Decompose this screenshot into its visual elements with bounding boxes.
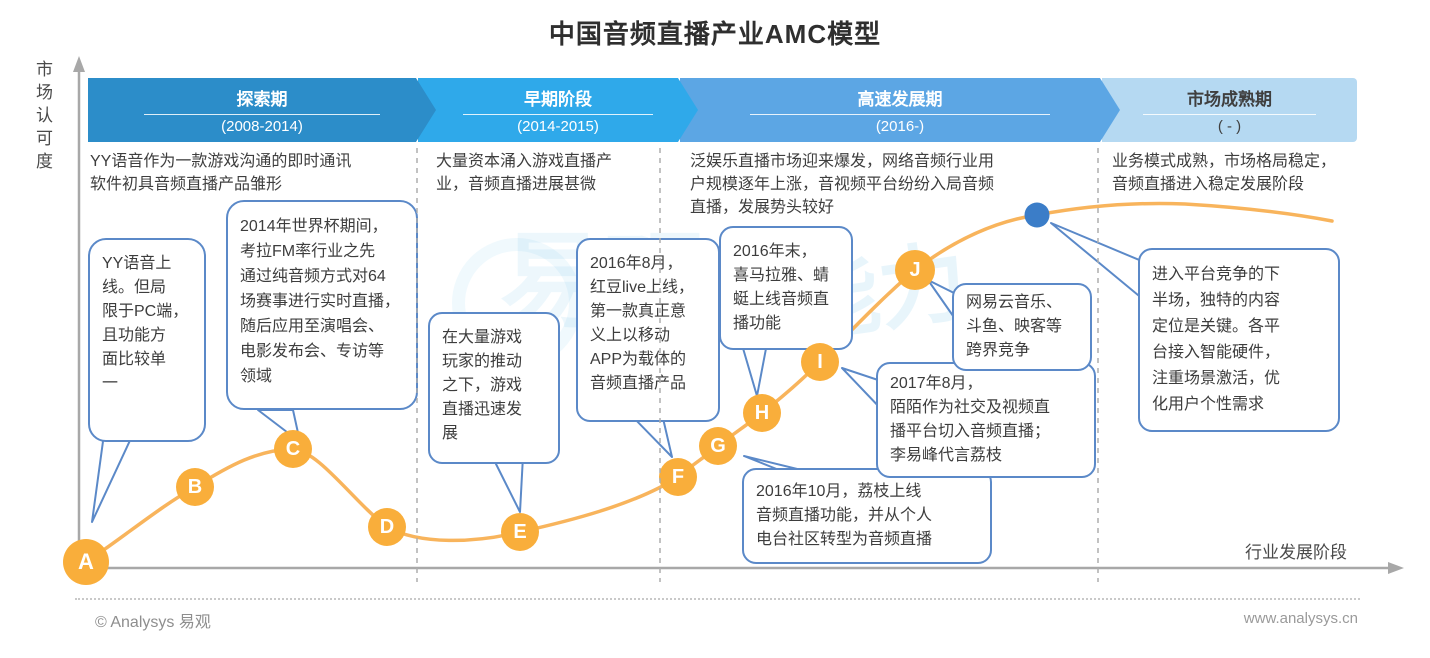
callout-bubble-a: YY语音上 线。但局 限于PC端， 且功能方 面比较单 一 <box>88 238 206 442</box>
phase-banner-exploration: 探索期 (2008-2014) <box>88 78 436 142</box>
milestone-dot <box>1024 202 1050 228</box>
x-axis-label: 行业发展阶段 <box>1245 543 1347 562</box>
curve-point-f: F <box>659 458 697 496</box>
curve-point-g: G <box>699 427 737 465</box>
phase-banner-maturity: 市场成熟期 ( - ) <box>1102 78 1357 142</box>
phase-description-maturity: 业务模式成熟，市场格局稳定， 音频直播进入稳定发展阶段 <box>1112 153 1337 193</box>
callout-bubble-maturity: 进入平台竞争的下 半场，独特的内容 定位是关键。各平 台接入智能硬件， 注重场景… <box>1138 248 1340 432</box>
phase-underline <box>144 114 381 115</box>
phase-label: 早期阶段 <box>524 90 592 109</box>
phase-description-exploration: YY语音作为一款游戏沟通的即时通讯 软件初具音频直播产品雏形 <box>90 153 352 193</box>
phase-label: 探索期 <box>236 90 288 109</box>
y-axis-label: 市场认可度 <box>33 60 52 175</box>
phase-description-early: 大量资本涌入游戏直播产 业，音频直播进展甚微 <box>436 153 613 193</box>
phase-description-rapid-growth: 泛娱乐直播市场迎来爆发，网络音频行业用 户规模逐年上涨，音视频平台纷纷入局音频 … <box>690 153 995 216</box>
footer-divider <box>75 598 1360 600</box>
phase-label: 高速发展期 <box>857 90 943 109</box>
phase-underline <box>750 114 1049 115</box>
curve-point-h: H <box>743 394 781 432</box>
callout-bubble-i: 2017年8月， 陌陌作为社交及视频直 播平台切入音频直播； 李易峰代言荔枝 <box>876 362 1096 478</box>
phase-period: (2008-2014) <box>221 118 303 135</box>
callout-bubble-f: 2016年8月， 红豆live上线， 第一款真正意 义上以移动 APP为载体的 … <box>576 238 720 422</box>
curve-point-j: J <box>895 250 935 290</box>
callout-bubble-c: 2014年世界杯期间， 考拉FM率行业之先 通过纯音频方式对64 场赛事进行实时… <box>226 200 418 410</box>
x-axis-arrow-icon <box>1388 562 1404 574</box>
footer-url: www.analysys.cn <box>1243 610 1358 627</box>
curve-point-i: I <box>801 343 839 381</box>
callout-bubble-e: 在大量游戏 玩家的推动 之下，游戏 直播迅速发 展 <box>428 312 560 464</box>
curve-point-a: A <box>63 539 109 585</box>
phase-label: 市场成熟期 <box>1187 90 1272 109</box>
callout-bubble-g: 2016年10月，荔枝上线 音频直播功能，并从个人 电台社区转型为音频直播 <box>742 468 992 564</box>
curve-point-d: D <box>368 508 406 546</box>
curve-point-c: C <box>274 430 312 468</box>
callout-bubble-h: 2016年末， 喜马拉雅、蜻 蜓上线音频直 播功能 <box>719 226 853 350</box>
phase-banner-early: 早期阶段 (2014-2015) <box>418 78 698 142</box>
curve-point-e: E <box>501 513 539 551</box>
callout-tail-e <box>491 455 524 513</box>
phase-period: (2014-2015) <box>517 118 599 135</box>
callout-bubble-j: 网易云音乐、 斗鱼、映客等 跨界竞争 <box>952 283 1092 371</box>
phase-period: ( - ) <box>1217 118 1242 135</box>
y-axis-arrow-icon <box>73 56 85 72</box>
phase-underline <box>463 114 653 115</box>
footer-copyright: © Analysys 易观 <box>95 614 211 631</box>
phase-banner-rapid-growth: 高速发展期 (2016-) <box>680 78 1120 142</box>
phase-period: (2016-) <box>875 118 925 135</box>
callout-tail-a <box>91 433 134 523</box>
phase-underline <box>1142 114 1317 115</box>
curve-point-b: B <box>176 468 214 506</box>
page-title: 中国音频直播产业AMC模型 <box>548 19 882 49</box>
